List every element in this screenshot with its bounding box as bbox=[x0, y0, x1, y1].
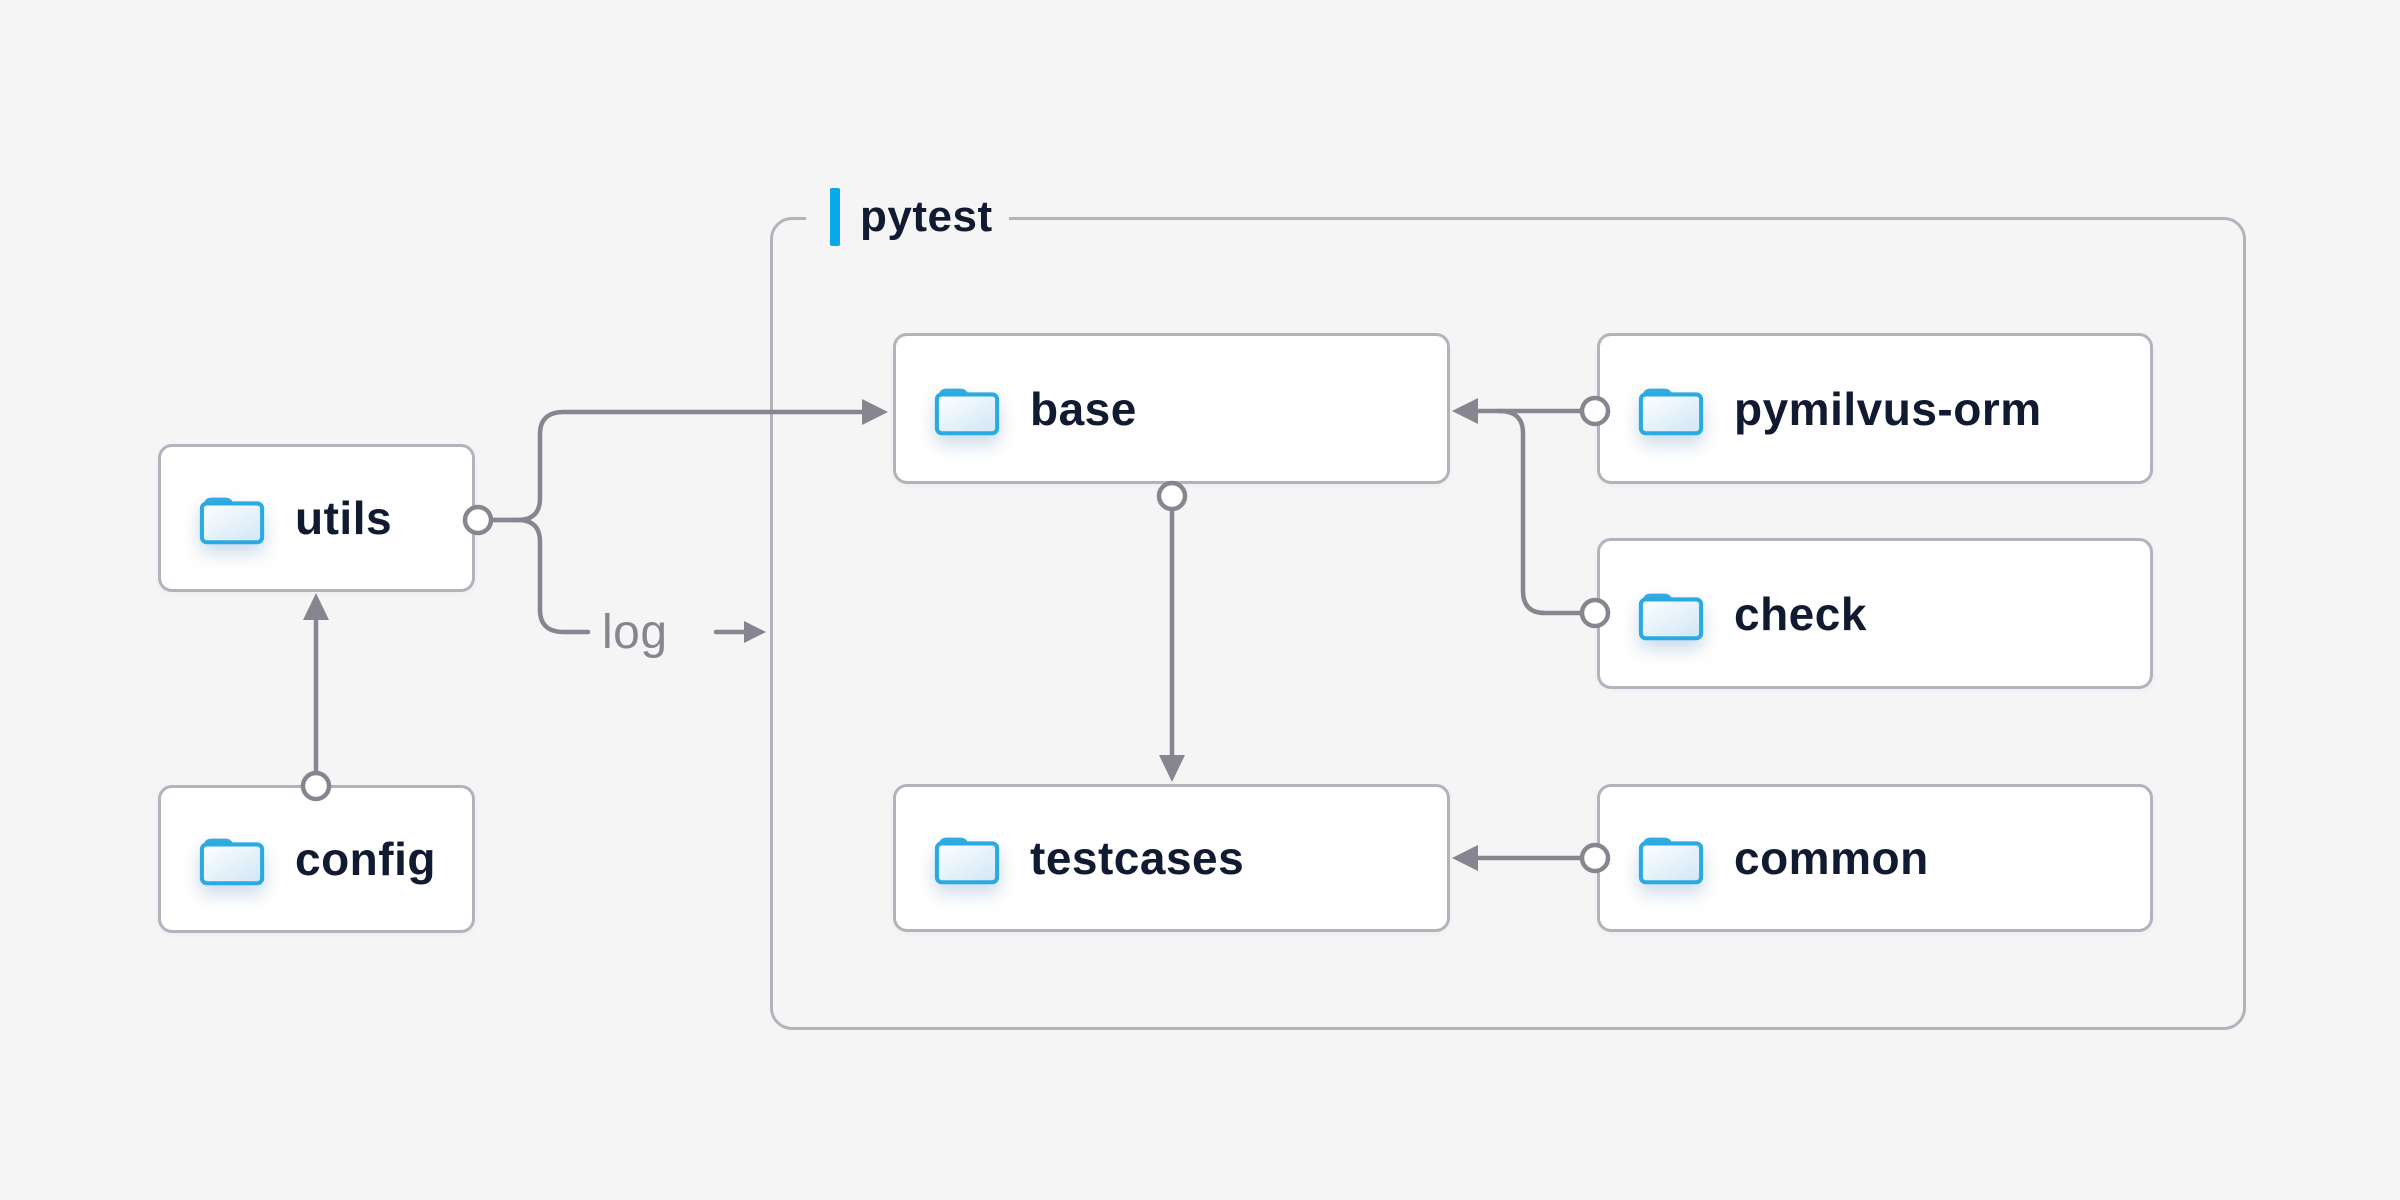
node-label: testcases bbox=[1030, 832, 1245, 884]
pytest-group-label: pytest bbox=[806, 186, 1009, 248]
folder-icon bbox=[1638, 593, 1704, 640]
node-common: common bbox=[1597, 784, 2153, 932]
edge-utils-log bbox=[489, 517, 591, 635]
folder-icon bbox=[199, 838, 265, 886]
group-accent-bar bbox=[830, 188, 840, 246]
folder-icon bbox=[934, 388, 1000, 435]
node-label: base bbox=[1030, 382, 1137, 435]
node-base: base bbox=[893, 333, 1450, 484]
node-label: utils bbox=[295, 492, 393, 544]
edge-label-log: log bbox=[602, 606, 668, 659]
node-check: check bbox=[1597, 538, 2153, 689]
group-label-text: pytest bbox=[860, 192, 993, 241]
arrowhead-up-utils bbox=[303, 593, 329, 620]
pytest-group-box bbox=[770, 217, 2246, 1030]
node-label: config bbox=[295, 833, 436, 885]
node-pymilvus-orm: pymilvus-orm bbox=[1597, 333, 2153, 484]
node-label: pymilvus-orm bbox=[1734, 382, 2042, 435]
folder-icon bbox=[1638, 837, 1704, 885]
folder-icon bbox=[1638, 388, 1704, 435]
folder-icon bbox=[199, 497, 265, 545]
node-label: common bbox=[1734, 832, 1929, 884]
node-label: check bbox=[1734, 587, 1867, 640]
node-utils: utils bbox=[158, 444, 475, 592]
node-testcases: testcases bbox=[893, 784, 1450, 932]
node-config: config bbox=[158, 785, 475, 933]
folder-icon bbox=[934, 837, 1000, 885]
arrowhead-right-log bbox=[744, 621, 766, 643]
